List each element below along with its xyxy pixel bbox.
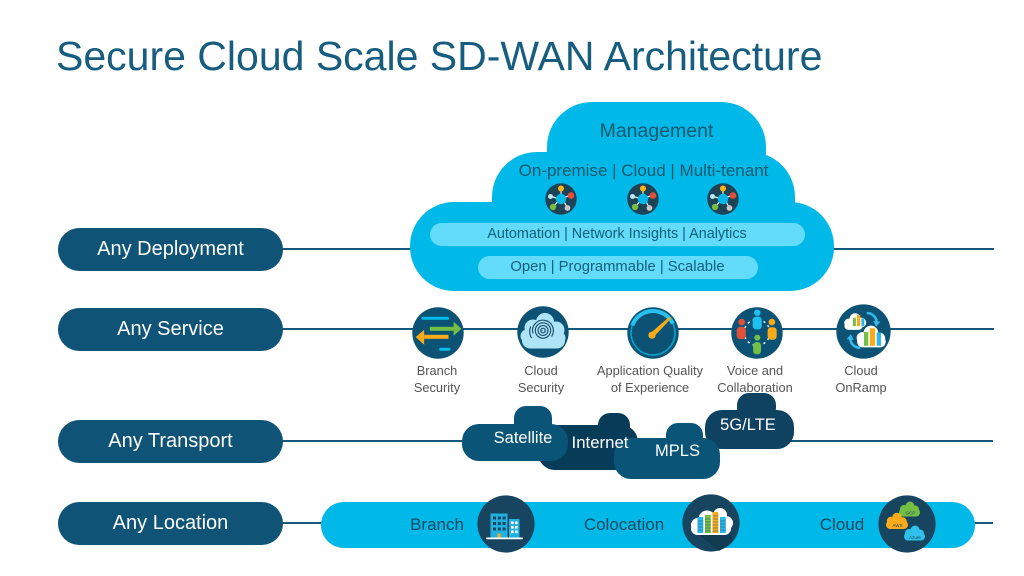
- svg-text:GCP: GCP: [905, 510, 915, 515]
- svg-text:AWS: AWS: [892, 523, 902, 528]
- svg-text:Azure: Azure: [908, 535, 920, 540]
